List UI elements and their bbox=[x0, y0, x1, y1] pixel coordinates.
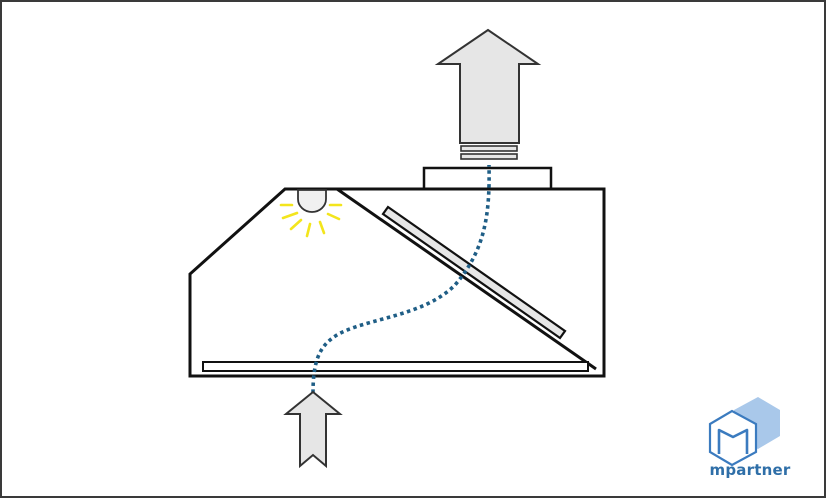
exhaust-arrow-icon bbox=[434, 28, 542, 144]
bottom-filter bbox=[202, 361, 589, 372]
light-bulb-icon bbox=[297, 189, 327, 213]
exhaust-arrow bbox=[434, 28, 542, 160]
duct-ring-2 bbox=[460, 153, 518, 160]
hood-body bbox=[188, 187, 606, 378]
hood-baffle bbox=[336, 187, 597, 371]
grease-filter bbox=[381, 205, 567, 340]
light-rays bbox=[279, 203, 343, 238]
logo-mark bbox=[717, 428, 749, 454]
duct-ring-1 bbox=[460, 145, 518, 152]
lamp bbox=[279, 189, 343, 238]
cube-logo-icon bbox=[708, 397, 780, 467]
airflow-path bbox=[311, 164, 491, 394]
intake-arrow-icon bbox=[283, 390, 343, 469]
brand-name: mpartner bbox=[709, 461, 791, 479]
